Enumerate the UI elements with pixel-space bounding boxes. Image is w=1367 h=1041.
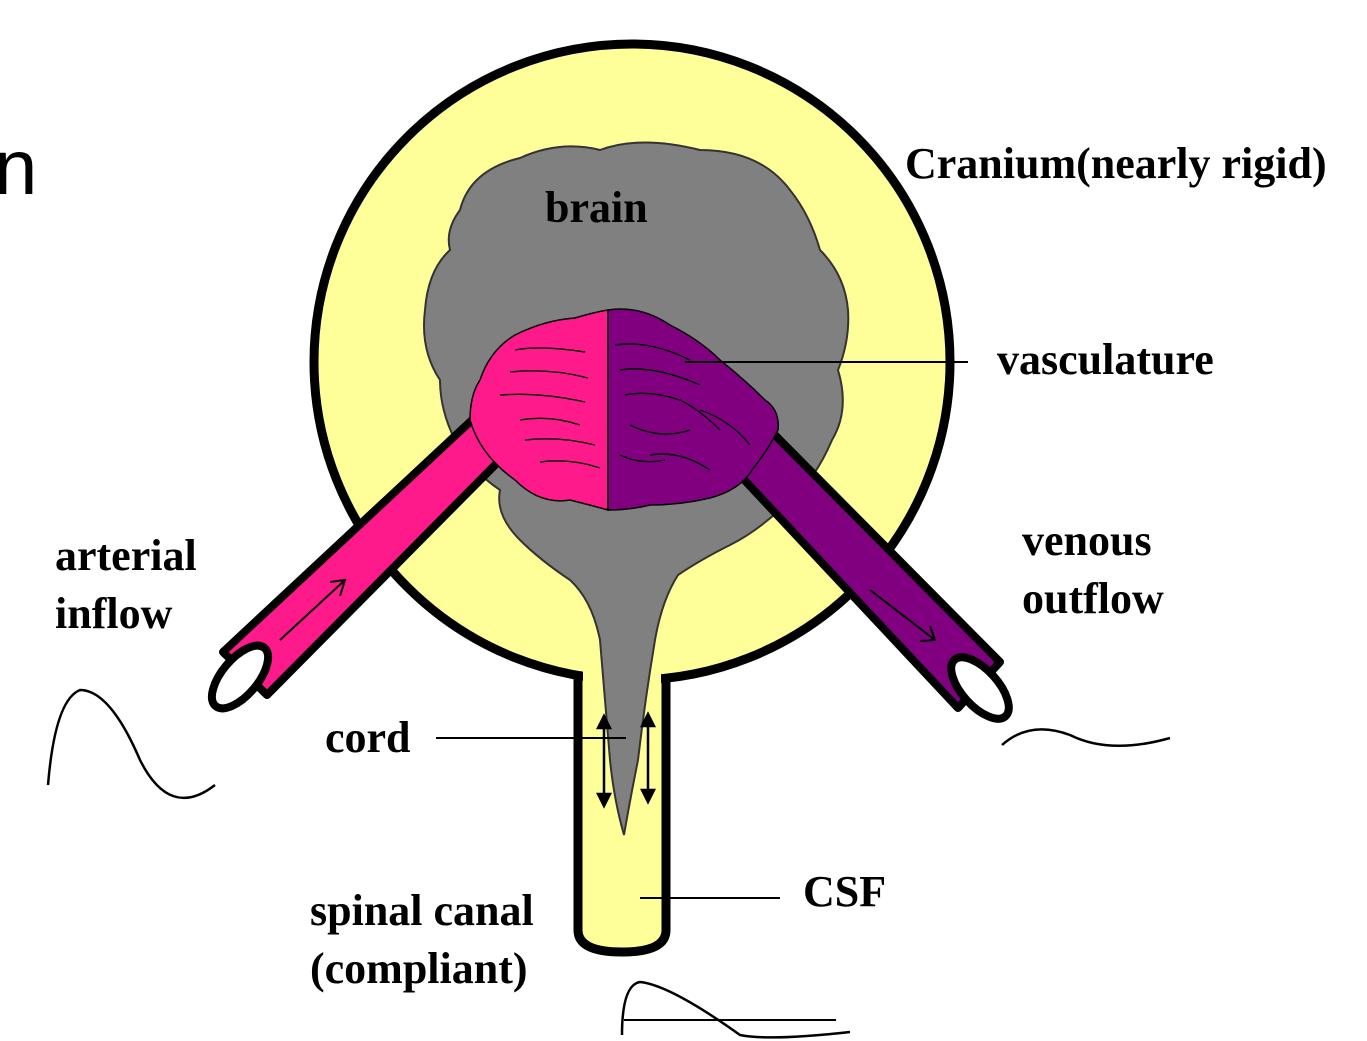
vasculature-label: vasculature (997, 335, 1214, 384)
arterial-label-line1: arterial (55, 531, 197, 580)
venous-label-line2: outflow (1022, 574, 1164, 623)
cord-label: cord (325, 713, 411, 762)
spinal-canal-label-line1: spinal canal (310, 886, 534, 935)
cranium-label: Cranium(nearly rigid) (905, 139, 1327, 188)
venous-waveform (1002, 729, 1170, 745)
arterial-label-line2: inflow (55, 589, 173, 638)
brain-label: brain (545, 183, 648, 232)
spinal-canal-label-line2: (compliant) (310, 944, 528, 993)
csf-waveform (622, 982, 850, 1037)
csf-label: CSF (803, 867, 886, 916)
venous-label-line1: venous (1022, 516, 1152, 565)
arterial-waveform (48, 690, 215, 798)
